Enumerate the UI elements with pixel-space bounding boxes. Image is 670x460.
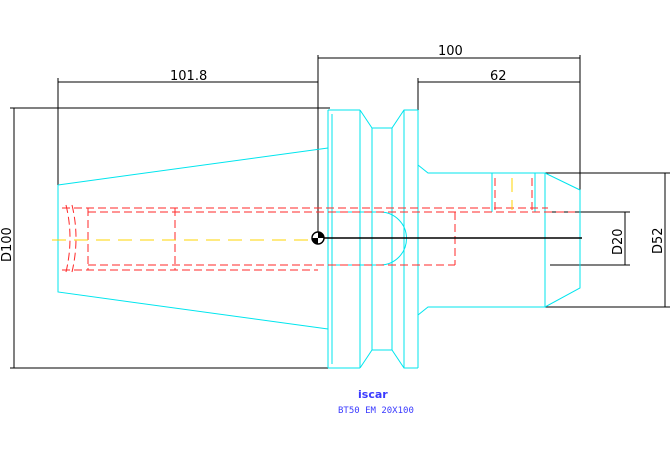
dim-label-100: 100 [438,44,463,59]
origin-marker [311,231,325,245]
dim-label-d52: D52 [651,227,666,254]
brand-logo: iscar [358,388,388,401]
dim-label-d20: D20 [611,228,626,255]
dim-label-d100: D100 [0,227,15,262]
dim-label-62: 62 [490,69,507,84]
center-line [52,178,582,241]
dim-label-101-8: 101.8 [170,69,207,84]
tool-outline [57,109,581,369]
drawing-caption: BT50 EM 20X100 [338,406,414,416]
